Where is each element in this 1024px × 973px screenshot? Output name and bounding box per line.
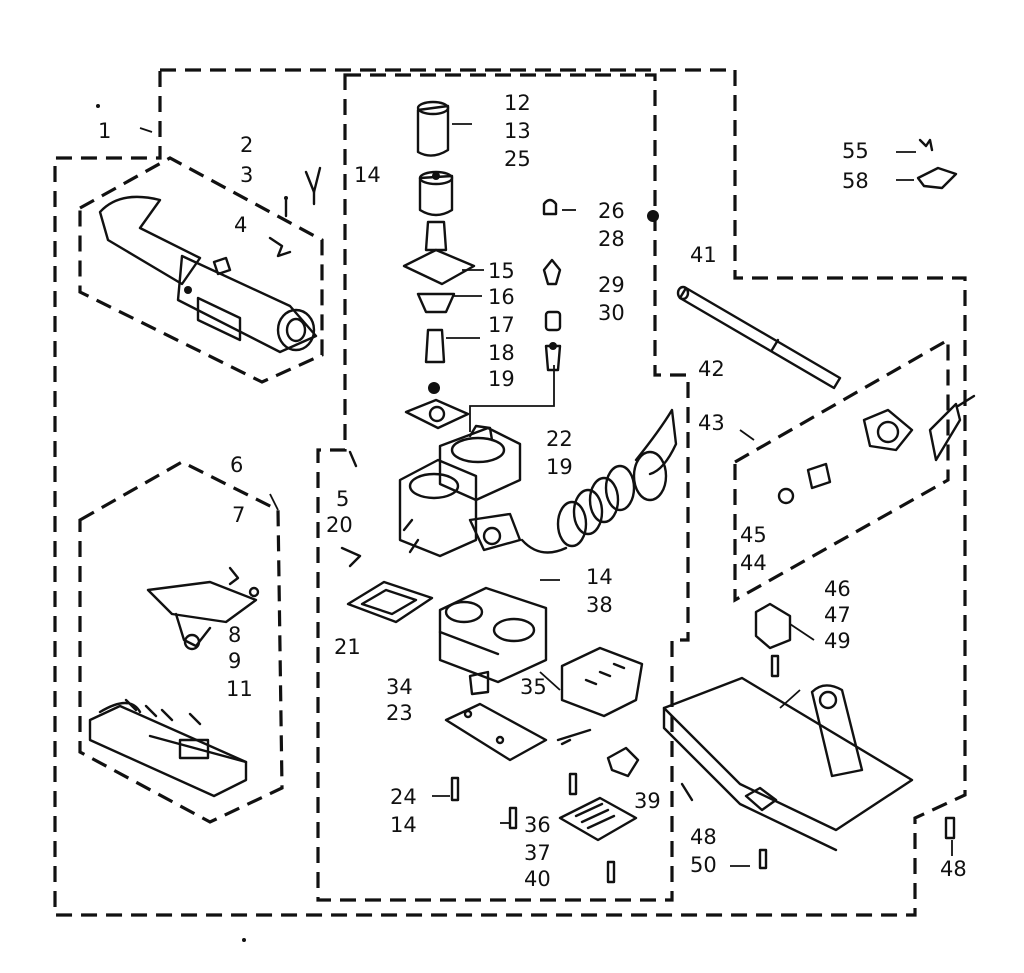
callout-28: 28	[598, 227, 625, 251]
bracket-part-46	[754, 602, 792, 650]
callout-1: 1	[98, 119, 111, 143]
diaphragm-valve-body	[398, 424, 522, 558]
terminal-plate-part-37	[558, 796, 638, 842]
control-group-boundary	[78, 460, 284, 824]
handle-assembly	[98, 195, 318, 354]
handle-group-boundary	[78, 156, 324, 384]
callout-39: 39	[634, 789, 661, 813]
callout-40: 40	[524, 867, 551, 891]
callout-34: 34	[386, 675, 413, 699]
callout-2: 2	[240, 133, 253, 157]
callout-44: 44	[740, 551, 767, 575]
mounting-plate-part-23	[444, 702, 548, 762]
callout-8: 8	[228, 623, 241, 647]
callout-4: 4	[234, 213, 247, 237]
clip-parts-55-58	[916, 138, 958, 190]
linkage-parts-43-45	[777, 394, 976, 505]
outer-assembly-boundary	[53, 68, 967, 917]
callout-42: 42	[698, 357, 725, 381]
switch-block-assembly	[88, 698, 248, 798]
clip-part-4	[268, 196, 292, 258]
callout-3: 3	[240, 163, 253, 187]
callout-26: 26	[598, 199, 625, 223]
callout-36: 36	[524, 813, 551, 837]
callout-22: 22	[546, 427, 573, 451]
callout-11: 11	[226, 677, 253, 701]
callout-24: 24	[390, 785, 417, 809]
callout-19-right: 19	[546, 455, 573, 479]
leader-lines	[139, 123, 953, 867]
linkage-group-boundary	[733, 337, 950, 603]
cover-plate-part-38	[560, 646, 644, 718]
plunger-part-13	[418, 170, 454, 217]
screws-47-48-50	[680, 654, 956, 870]
callout-13: 13	[504, 119, 531, 143]
callout-58: 58	[842, 169, 869, 193]
callout-49: 49	[824, 629, 851, 653]
valve-stem-assembly	[402, 220, 476, 430]
marker-dots	[96, 104, 659, 942]
screws-14-24-36-40	[450, 772, 616, 884]
callout-48-left: 48	[690, 825, 717, 849]
callout-41: 41	[690, 243, 717, 267]
small-parts-34-35-39	[468, 670, 640, 778]
gasket-part-21	[346, 580, 434, 624]
base-plate-assembly	[662, 676, 914, 852]
callout-23: 23	[386, 701, 413, 725]
callout-labels: 1 2 3 4 5 6 7 8 9 11 12 13 25 14 15 16 1…	[98, 91, 967, 891]
callout-14-bottom: 14	[390, 813, 417, 837]
callout-45: 45	[740, 523, 767, 547]
callout-6: 6	[230, 453, 243, 477]
callout-46: 46	[824, 577, 851, 601]
callout-35: 35	[520, 675, 547, 699]
callout-29: 29	[598, 273, 625, 297]
lever-bracket-assembly	[146, 566, 260, 651]
callout-15: 15	[488, 259, 515, 283]
callout-18: 18	[488, 341, 515, 365]
coil-part-12	[416, 100, 450, 157]
callout-43: 43	[698, 411, 725, 435]
callout-30: 30	[598, 301, 625, 325]
callout-48-right: 48	[940, 857, 967, 881]
callout-12: 12	[504, 91, 531, 115]
callout-50: 50	[690, 853, 717, 877]
callout-19-left: 19	[488, 367, 515, 391]
rod-part-42	[676, 285, 842, 390]
valve-group-boundary	[316, 73, 690, 902]
callout-5: 5	[336, 487, 349, 511]
callout-14-top: 14	[354, 163, 381, 187]
callout-55: 55	[842, 139, 869, 163]
callout-25: 25	[504, 147, 531, 171]
callout-37: 37	[524, 841, 551, 865]
fastener-5-20	[340, 450, 362, 568]
callout-9: 9	[228, 649, 241, 673]
callout-17: 17	[488, 313, 515, 337]
small-parts-26-30	[542, 198, 562, 372]
callout-38: 38	[586, 593, 613, 617]
callout-21: 21	[334, 635, 361, 659]
callout-20: 20	[326, 513, 353, 537]
screw-part-3	[304, 166, 322, 206]
callout-16: 16	[488, 285, 515, 309]
housing-block-assembly	[438, 586, 548, 684]
callout-14-mid: 14	[586, 565, 613, 589]
callout-7: 7	[232, 503, 245, 527]
callout-47: 47	[824, 603, 851, 627]
solenoid-spring-part-22	[520, 408, 678, 554]
